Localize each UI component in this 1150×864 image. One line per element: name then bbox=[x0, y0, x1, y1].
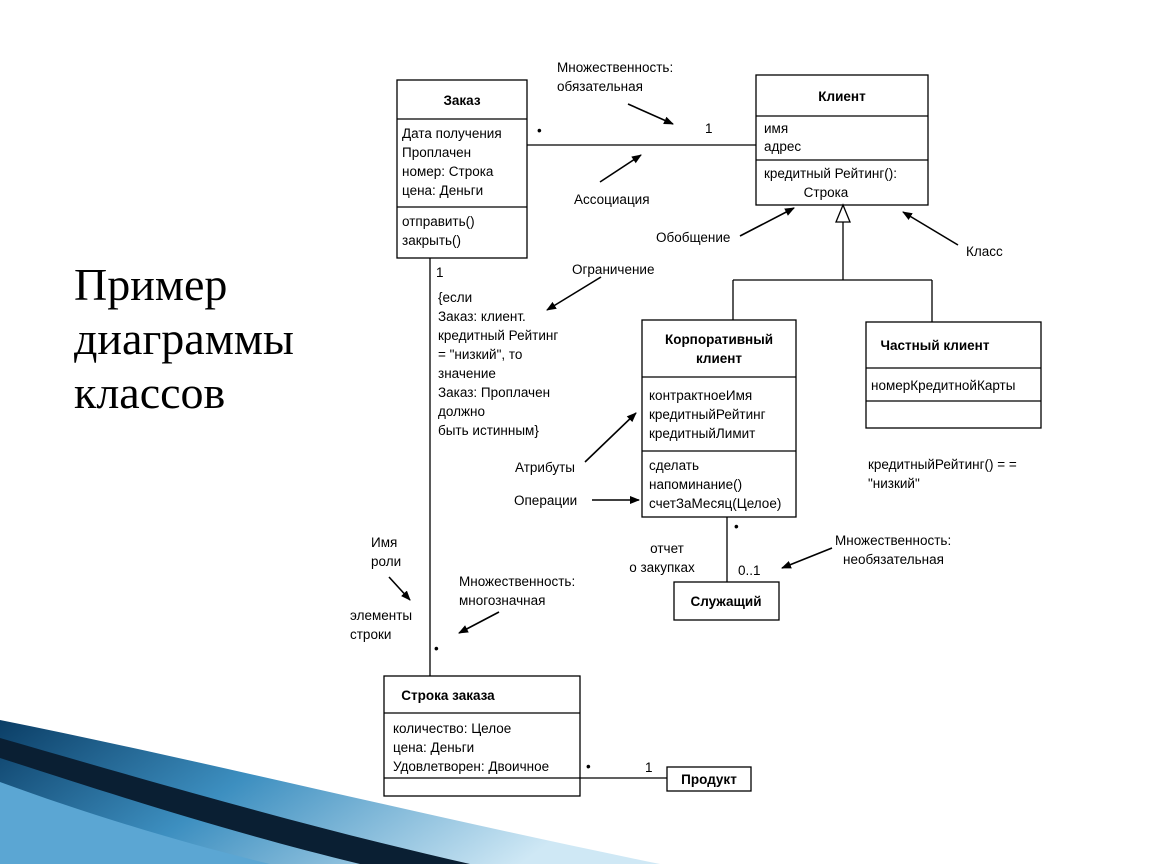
arrow-assoc bbox=[599, 154, 642, 183]
attribute: кредитныйЛимит bbox=[649, 426, 755, 441]
operation: Строка bbox=[804, 185, 849, 200]
operation: напоминание() bbox=[649, 477, 742, 492]
constraint-text: значение bbox=[438, 366, 496, 381]
annotation-atrib: Атрибуты bbox=[515, 460, 575, 475]
arrow-atrib bbox=[584, 412, 637, 463]
class-chastnyi-klient bbox=[865, 321, 1042, 429]
class-name: клиент bbox=[696, 351, 742, 366]
note-private-client: кредитныйРейтинг() = = bbox=[868, 457, 1017, 472]
class-name: Клиент bbox=[818, 89, 866, 104]
title-line: классов bbox=[74, 367, 226, 418]
slide-title: Пример диаграммы классов bbox=[74, 258, 294, 420]
operation: кредитный Рейтинг(): bbox=[764, 166, 897, 181]
annotation-mnozh-obyaz: Множественность: bbox=[557, 60, 673, 75]
attribute: цена: Деньги bbox=[402, 183, 483, 198]
attribute: номерКредитнойКарты bbox=[871, 378, 1015, 393]
attribute: имя bbox=[764, 121, 788, 136]
multiplicity-label: • bbox=[434, 641, 439, 656]
arrow-mnozh-obyaz bbox=[627, 103, 674, 125]
annotation-ogran: Ограничение bbox=[572, 262, 654, 277]
class-name: Служащий bbox=[690, 594, 761, 609]
constraint-text: Заказ: Проплачен bbox=[438, 385, 550, 400]
class-produkt bbox=[666, 766, 752, 792]
arrow-mnozh-mnogo bbox=[458, 611, 500, 634]
annotation-oper: Операции bbox=[514, 493, 577, 508]
constraint-text: = "низкий", то bbox=[438, 347, 522, 362]
operation: сделать bbox=[649, 458, 699, 473]
multiplicity-label: 0..1 bbox=[738, 563, 761, 578]
attribute: кредитныйРейтинг bbox=[649, 407, 766, 422]
class-name: Корпоративный bbox=[665, 332, 773, 347]
annotation-klass: Класс bbox=[966, 244, 1003, 259]
class-name: Продукт bbox=[681, 772, 737, 787]
annotation-mnozh-obyaz: обязательная bbox=[557, 79, 643, 94]
operation: закрыть() bbox=[402, 233, 461, 248]
multiplicity-label: • bbox=[586, 759, 591, 774]
annotation-obobsh: Обобщение bbox=[656, 230, 730, 245]
class-klient bbox=[755, 74, 929, 206]
operation: счетЗаМесяц(Целое) bbox=[649, 496, 781, 511]
arrow-rol bbox=[388, 576, 411, 601]
attribute: номер: Строка bbox=[402, 164, 494, 179]
multiplicity-label: 1 bbox=[436, 265, 444, 280]
annotation-mnozh-neobyaz: необязательная bbox=[843, 552, 944, 567]
constraint-text: {если bbox=[438, 290, 472, 305]
attribute: Дата получения bbox=[402, 126, 502, 141]
multiplicity-label: 1 bbox=[645, 760, 653, 775]
annotation-assoc: Ассоциация bbox=[574, 192, 650, 207]
annotation-otchet: отчет bbox=[650, 541, 684, 556]
arrow-obobsh bbox=[739, 207, 795, 237]
operation: отправить() bbox=[402, 214, 475, 229]
multiplicity-label: 1 bbox=[705, 121, 713, 136]
arrow-mnozh-neobyaz bbox=[781, 547, 833, 569]
attribute: адрес bbox=[764, 139, 801, 154]
annotation-rol: роли bbox=[371, 554, 401, 569]
class-sluzhashchii bbox=[673, 581, 780, 621]
generalization-triangle bbox=[835, 203, 851, 223]
attribute: цена: Деньги bbox=[393, 740, 474, 755]
class-stroka-zakaza bbox=[383, 675, 581, 797]
attribute: Проплачен bbox=[402, 145, 471, 160]
attribute: Удовлетворен: Двоичное bbox=[393, 759, 549, 774]
multiplicity-label: • bbox=[734, 519, 739, 534]
annotation-mnozh-neobyaz: Множественность: bbox=[835, 533, 951, 548]
class-name: Частный клиент bbox=[881, 338, 990, 353]
constraint-text: быть истинным} bbox=[438, 423, 539, 438]
annotation-mnozh-mnogo: многозначная bbox=[459, 593, 545, 608]
title-line: диаграммы bbox=[74, 313, 294, 364]
class-zakaz bbox=[396, 79, 528, 259]
arrow-ogran bbox=[546, 276, 602, 311]
multiplicity-label: • bbox=[537, 123, 542, 138]
constraint-text: должно bbox=[438, 404, 485, 419]
annotation-elem: элементы bbox=[350, 608, 412, 623]
annotation-mnozh-mnogo: Множественность: bbox=[459, 574, 575, 589]
class-korporativnyi-klient bbox=[641, 319, 797, 518]
class-name: Строка заказа bbox=[401, 688, 495, 703]
annotation-otchet: о закупках bbox=[629, 560, 695, 575]
title-line: Пример bbox=[74, 259, 228, 310]
annotation-elem: строки bbox=[350, 627, 391, 642]
generalization-tree bbox=[732, 222, 933, 322]
note-private-client: "низкий" bbox=[868, 476, 920, 491]
class-name: Заказ bbox=[443, 93, 480, 108]
attribute: количество: Целое bbox=[393, 721, 511, 736]
constraint-text: кредитный Рейтинг bbox=[438, 328, 558, 343]
arrow-klass bbox=[902, 211, 959, 246]
attribute: контрактноеИмя bbox=[649, 388, 752, 403]
annotation-rol: Имя bbox=[371, 535, 397, 550]
constraint-text: Заказ: клиент. bbox=[438, 309, 526, 324]
